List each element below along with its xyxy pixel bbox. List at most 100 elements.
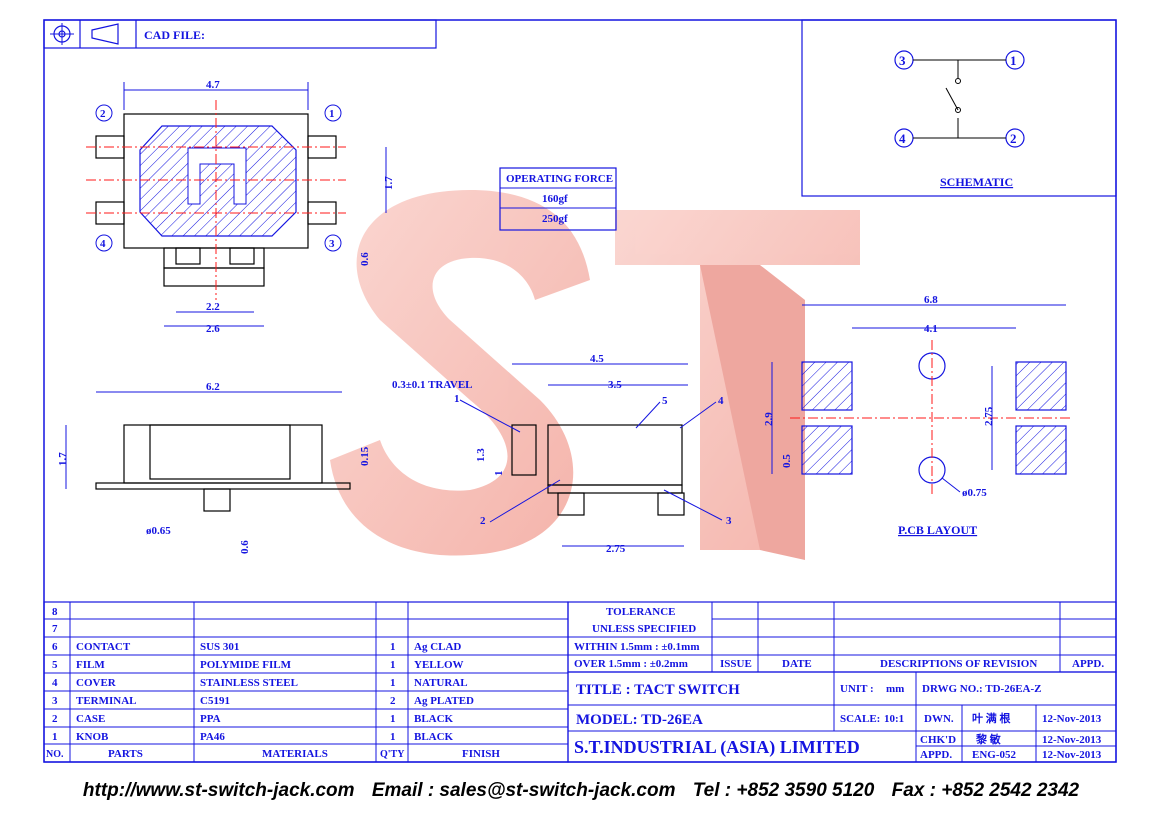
appd-label: APPD. [920, 749, 952, 761]
schematic-pin: 2 [1010, 131, 1017, 146]
fax-text: Fax : +852 2542 2342 [891, 780, 1080, 801]
dim-height: 1.7 [383, 176, 395, 190]
side-view: 6.2 1.7 0.15 ø0.65 0.6 [57, 381, 371, 554]
contact-footer: http://www.st-switch-jack.com Email : sa… [0, 780, 1162, 802]
dwn-date: 12-Nov-2013 [1042, 713, 1102, 725]
dim-pcb-inner: 4.1 [924, 323, 938, 335]
schematic-block: 3 1 4 2 SCHEMATIC [801, 19, 1117, 197]
dim-base: 0.15 [359, 446, 371, 466]
bom-part: CONTACT [76, 641, 131, 653]
website-link[interactable]: http://www.st-switch-jack.com [82, 780, 355, 801]
watermark-text: ST [500, 352, 512, 363]
schematic-pin: 4 [899, 131, 906, 146]
title-block: TITLE : TACT SWITCH MODEL: TD-26EA S.T.I… [567, 671, 1117, 763]
bom-qty: 1 [390, 641, 396, 653]
bom-part: TERMINAL [76, 695, 137, 707]
callout: 2 [480, 515, 486, 527]
schematic-title: SCHEMATIC [940, 175, 1013, 189]
section-view: 4.5 3.5 0.3±0.1 TRAVEL 1.3 1 2.75 1 2 3 … [392, 353, 732, 555]
rev-date: DATE [782, 658, 812, 670]
dim-width: 4.7 [206, 79, 220, 91]
bom-no: 2 [52, 713, 58, 725]
cad-header: CAD FILE: [43, 19, 437, 49]
bom-table: 8 7 6 CONTACT SUS 301 1 Ag CLAD 5 FILM P… [43, 601, 569, 763]
dim-pcb-h: 2.9 [763, 412, 775, 426]
bom-finish: YELLOW [414, 659, 464, 671]
dim-h1: 1.3 [475, 448, 487, 462]
bom-qty: 2 [390, 695, 396, 707]
tolerance-line: OVER 1.5mm : ±0.2mm [574, 658, 688, 670]
bom-part: KNOB [76, 731, 109, 743]
dwn-label: DWN. [924, 713, 954, 725]
dwn-name: 叶 满 根 [972, 711, 1011, 725]
pcb-title: P.CB LAYOUT [898, 523, 977, 537]
phone-text: Tel : +852 3590 5120 [692, 780, 875, 801]
drwg-no: DRWG NO.: TD-26EA-Z [922, 683, 1042, 695]
bom-no: 7 [52, 623, 58, 635]
dim-pcb-pad: 0.5 [781, 454, 793, 468]
bom-qty: 1 [390, 713, 396, 725]
appd-name: ENG-052 [972, 749, 1017, 761]
dim-section-b: 3.5 [608, 379, 622, 391]
bom-finish: BLACK [414, 731, 454, 743]
tolerance-revision: TOLERANCE UNLESS SPECIFIED WITHIN 1.5mm … [567, 601, 1117, 673]
drawing-model: MODEL: TD-26EA [576, 712, 703, 728]
dim-pcb-hole: 2.75 [983, 406, 995, 426]
rev-issue: ISSUE [720, 658, 752, 670]
bom-header: FINISH [462, 748, 500, 760]
tolerance-subtitle: UNLESS SPECIFIED [592, 623, 696, 635]
bom-finish: NATURAL [414, 677, 468, 689]
bom-qty: 1 [390, 731, 396, 743]
pin-label: 2 [100, 108, 106, 120]
bom-no: 1 [52, 731, 58, 743]
cad-file-label: CAD FILE: [144, 28, 205, 42]
bom-material: STAINLESS STEEL [200, 677, 298, 689]
schematic-pin: 3 [899, 53, 906, 68]
bom-header: NO. [46, 749, 64, 760]
email-link[interactable]: Email : sales@st-switch-jack.com [371, 780, 676, 801]
unit-value: mm [886, 683, 904, 695]
bom-qty: 1 [390, 659, 396, 671]
chkd-label: CHK'D [920, 734, 956, 746]
bom-no: 3 [52, 695, 58, 707]
bom-material: SUS 301 [200, 641, 239, 653]
dim-h2: 1 [493, 471, 505, 477]
dim-side-height: 1.7 [57, 452, 69, 466]
bom-header: MATERIALS [262, 748, 328, 760]
dim-pcb-outer: 6.8 [924, 294, 938, 306]
bom-material: PPA [200, 713, 221, 725]
scale-label: SCALE: [840, 713, 880, 725]
dim-stem-len: 0.6 [239, 540, 251, 554]
pcb-layout: 6.8 4.1 2.9 0.5 2.75 ø0.75 P.CB LAYOUT [763, 294, 1070, 537]
bom-part: COVER [76, 677, 117, 689]
bom-no: 5 [52, 659, 58, 671]
dim-section-a: 4.5 [590, 353, 604, 365]
rev-desc: DESCRIPTIONS OF REVISION [880, 658, 1037, 670]
bom-no: 8 [52, 606, 58, 618]
bom-material: PA46 [200, 731, 225, 743]
operating-force-table: OPERATING FORCE 160gf 250gf [499, 167, 617, 231]
pin-label: 4 [100, 238, 106, 250]
drawing-title: TITLE : TACT SWITCH [576, 682, 740, 698]
chkd-date: 12-Nov-2013 [1042, 734, 1102, 746]
pin-label: 3 [329, 238, 335, 250]
dim-pcb-dia: ø0.75 [962, 487, 987, 499]
dim-side-width: 6.2 [206, 381, 220, 393]
bom-qty: 1 [390, 677, 396, 689]
bom-no: 6 [52, 641, 58, 653]
pin-label: 1 [329, 108, 335, 120]
callout: 5 [662, 395, 668, 407]
bom-finish: Ag CLAD [414, 641, 461, 653]
dim-pin: 0.6 [359, 252, 371, 266]
force-title: OPERATING FORCE [506, 173, 613, 185]
unit-label: UNIT : [840, 683, 874, 695]
bom-finish: Ag PLATED [414, 695, 474, 707]
tolerance-line: WITHIN 1.5mm : ±0.1mm [574, 641, 700, 653]
callout: 4 [718, 395, 724, 407]
bom-part: FILM [76, 659, 105, 671]
chkd-name: 黎 敏 [976, 732, 1002, 746]
bom-part: CASE [76, 713, 105, 725]
bom-no: 4 [52, 677, 58, 689]
bom-material: C5191 [200, 695, 230, 707]
